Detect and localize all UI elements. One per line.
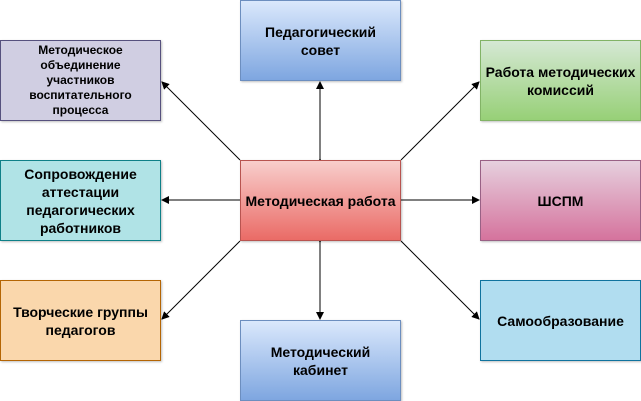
arrow-to-tvor-gruppy bbox=[161, 240, 241, 320]
node-attest-label: Сопровождение аттестации педагогических … bbox=[24, 165, 137, 236]
node-samoobr-label: Самообразование bbox=[497, 312, 624, 329]
node-tvor-gruppy-label: Творческие группы педагогов bbox=[13, 303, 148, 338]
node-shspm: ШСПМ bbox=[480, 160, 641, 241]
node-ped-sovet: Педагогический совет bbox=[240, 0, 401, 81]
node-tvor-gruppy: Творческие группы педагогов bbox=[0, 280, 161, 361]
node-center: Методическая работа bbox=[240, 160, 401, 241]
node-samoobr: Самообразование bbox=[480, 280, 641, 361]
node-met-obed-label: Методическое объединение участников восп… bbox=[29, 43, 132, 117]
node-ped-sovet-label: Педагогический совет bbox=[265, 23, 376, 58]
node-met-obed: Методическое объединение участников восп… bbox=[0, 40, 161, 121]
node-met-kabinet-label: Методический кабинет bbox=[270, 343, 371, 378]
node-center-label: Методическая работа bbox=[245, 192, 396, 209]
node-attest: Сопровождение аттестации педагогических … bbox=[0, 160, 161, 241]
node-met-komissii-label: Работа методических комиссий bbox=[485, 63, 636, 98]
node-shspm-label: ШСПМ bbox=[537, 192, 584, 209]
arrow-to-met-komissii bbox=[400, 81, 480, 161]
node-met-komissii: Работа методических комиссий bbox=[480, 40, 641, 121]
arrow-to-met-obed bbox=[161, 81, 241, 161]
arrow-to-samoobr bbox=[400, 240, 480, 320]
node-met-kabinet: Методический кабинет bbox=[240, 320, 401, 401]
